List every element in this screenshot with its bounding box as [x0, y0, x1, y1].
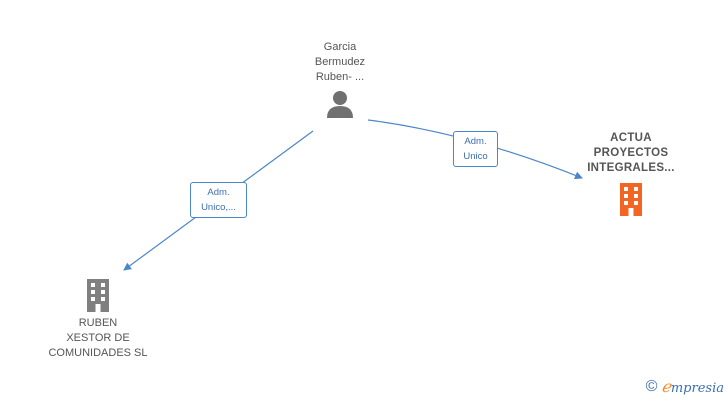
brand-footer: © ℯmpresia: [646, 377, 724, 396]
edge-label-line-2: Unico: [463, 151, 488, 162]
person-name-line-1: Garcia: [323, 41, 357, 53]
building-icon: [620, 183, 642, 216]
building-icon: [87, 279, 109, 312]
brand-initial: ℯ: [661, 377, 671, 396]
actua-name-line-2: PROYECTOS: [593, 147, 669, 159]
edge-label-line-1: Adm.: [207, 187, 230, 198]
actua-name-line-3: INTEGRALES...: [587, 162, 675, 174]
edge-label-to-ruben[interactable]: Adm. Unico,...: [190, 182, 247, 218]
ruben-name-line-1: RUBEN: [78, 317, 118, 329]
person-name-line-3: Ruben- ...: [315, 71, 365, 83]
ruben-name-line-3: COMUNIDADES SL: [48, 347, 148, 359]
person-name-line-2: Bermudez: [314, 56, 366, 68]
edge-label-line-1: Adm.: [464, 136, 487, 147]
brand-logo: ℯmpresia: [661, 377, 724, 396]
actua-name-line-1: ACTUA: [610, 132, 652, 144]
person-icon: [327, 91, 353, 118]
company-node-actua[interactable]: ACTUA PROYECTOS INTEGRALES...: [571, 131, 691, 216]
edge-label-to-actua[interactable]: Adm. Unico: [453, 131, 498, 167]
brand-name: mpresia: [670, 381, 724, 396]
person-node[interactable]: Garcia Bermudez Ruben- ...: [290, 40, 390, 119]
ruben-name-line-2: XESTOR DE: [66, 332, 130, 344]
company-node-ruben[interactable]: RUBEN XESTOR DE COMUNIDADES SL: [38, 278, 158, 361]
copyright-icon: ©: [645, 377, 658, 395]
edge-label-line-2: Unico,...: [201, 202, 236, 213]
